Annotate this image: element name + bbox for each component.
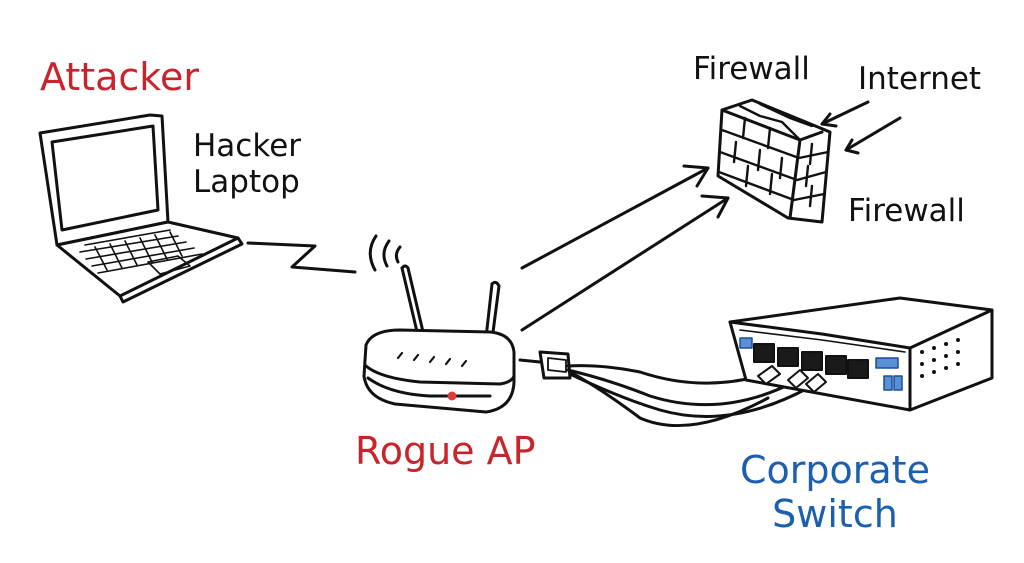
router-icon xyxy=(364,236,514,412)
wireless-link-icon xyxy=(248,243,355,272)
firewall-label-right: Firewall xyxy=(848,193,965,229)
corporate-switch-label: Corporate Switch xyxy=(740,448,930,536)
hacker-label-line1: Hacker xyxy=(193,128,302,164)
attacker-label: Attacker xyxy=(40,55,199,99)
rogue-ap-label: Rogue AP xyxy=(355,429,536,473)
wifi-signal-icon xyxy=(370,236,400,270)
ethernet-cable-icon xyxy=(520,352,808,426)
corporate-label-line2: Switch xyxy=(772,492,898,536)
internet-arrows xyxy=(822,102,900,153)
brick-firewall-icon xyxy=(718,100,830,222)
hacker-label-line2: Laptop xyxy=(193,164,300,200)
corporate-label-line1: Corporate xyxy=(740,448,930,492)
flow-arrows xyxy=(522,166,728,330)
network-switch-icon xyxy=(730,298,992,410)
hacker-laptop-label: Hacker Laptop xyxy=(193,128,301,200)
internet-label: Internet xyxy=(858,61,982,97)
firewall-label-top: Firewall xyxy=(693,51,810,87)
laptop-icon xyxy=(40,115,242,302)
